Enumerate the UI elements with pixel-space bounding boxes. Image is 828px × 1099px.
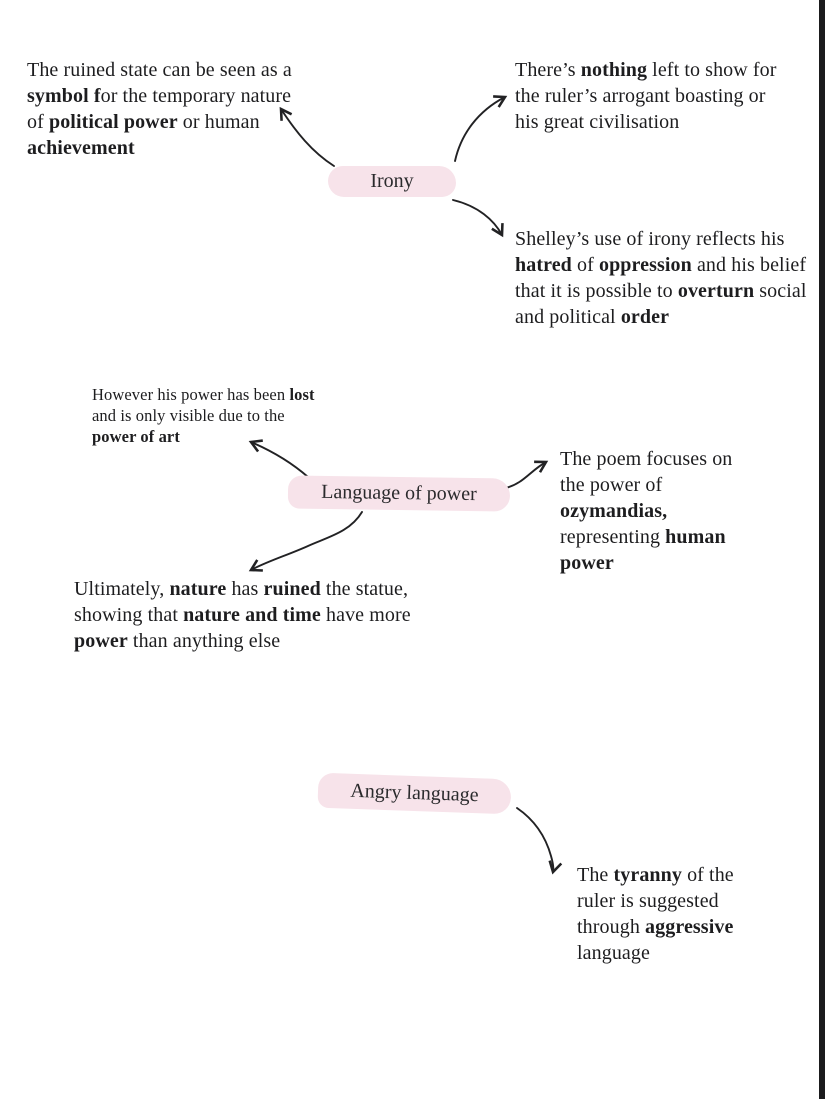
page-edge-line xyxy=(819,0,825,1099)
note-poem-focus: The poem focuses on the power of ozymand… xyxy=(560,448,733,574)
note-tyranny: The tyranny of the ruler is suggested th… xyxy=(577,864,734,964)
mindmap-node-angry-language: Angry language xyxy=(317,772,512,815)
arrow-irony-to-nothing-left xyxy=(454,95,508,162)
mindmap-node-irony-label: Irony xyxy=(370,170,414,192)
mindmap-node-angry-language-label: Angry language xyxy=(350,779,480,807)
arrow-angry-language-to-tyranny xyxy=(516,807,563,875)
note-power-lost: However his power has been lost and is o… xyxy=(92,385,315,446)
mindmap-node-language-of-power: Language of power xyxy=(287,475,511,512)
note-shelley-irony: Shelley’s use of irony reflects his hatr… xyxy=(515,228,807,328)
mindmap-node-irony: Irony xyxy=(328,166,456,197)
note-nature-ruined: Ultimately, nature has ruined the statue… xyxy=(74,578,411,652)
arrow-language-of-power-to-poem-focus xyxy=(505,460,549,489)
arrow-irony-to-shelley-irony xyxy=(452,199,504,238)
note-nothing-left: There’s nothing left to show for the rul… xyxy=(515,59,777,133)
note-ruined-state: The ruined state can be seen as a symbol… xyxy=(27,59,292,159)
arrow-language-of-power-to-power-lost xyxy=(248,439,309,478)
mindmap-node-language-of-power-label: Language of power xyxy=(321,480,477,506)
arrow-language-of-power-to-nature-ruined xyxy=(248,511,363,572)
